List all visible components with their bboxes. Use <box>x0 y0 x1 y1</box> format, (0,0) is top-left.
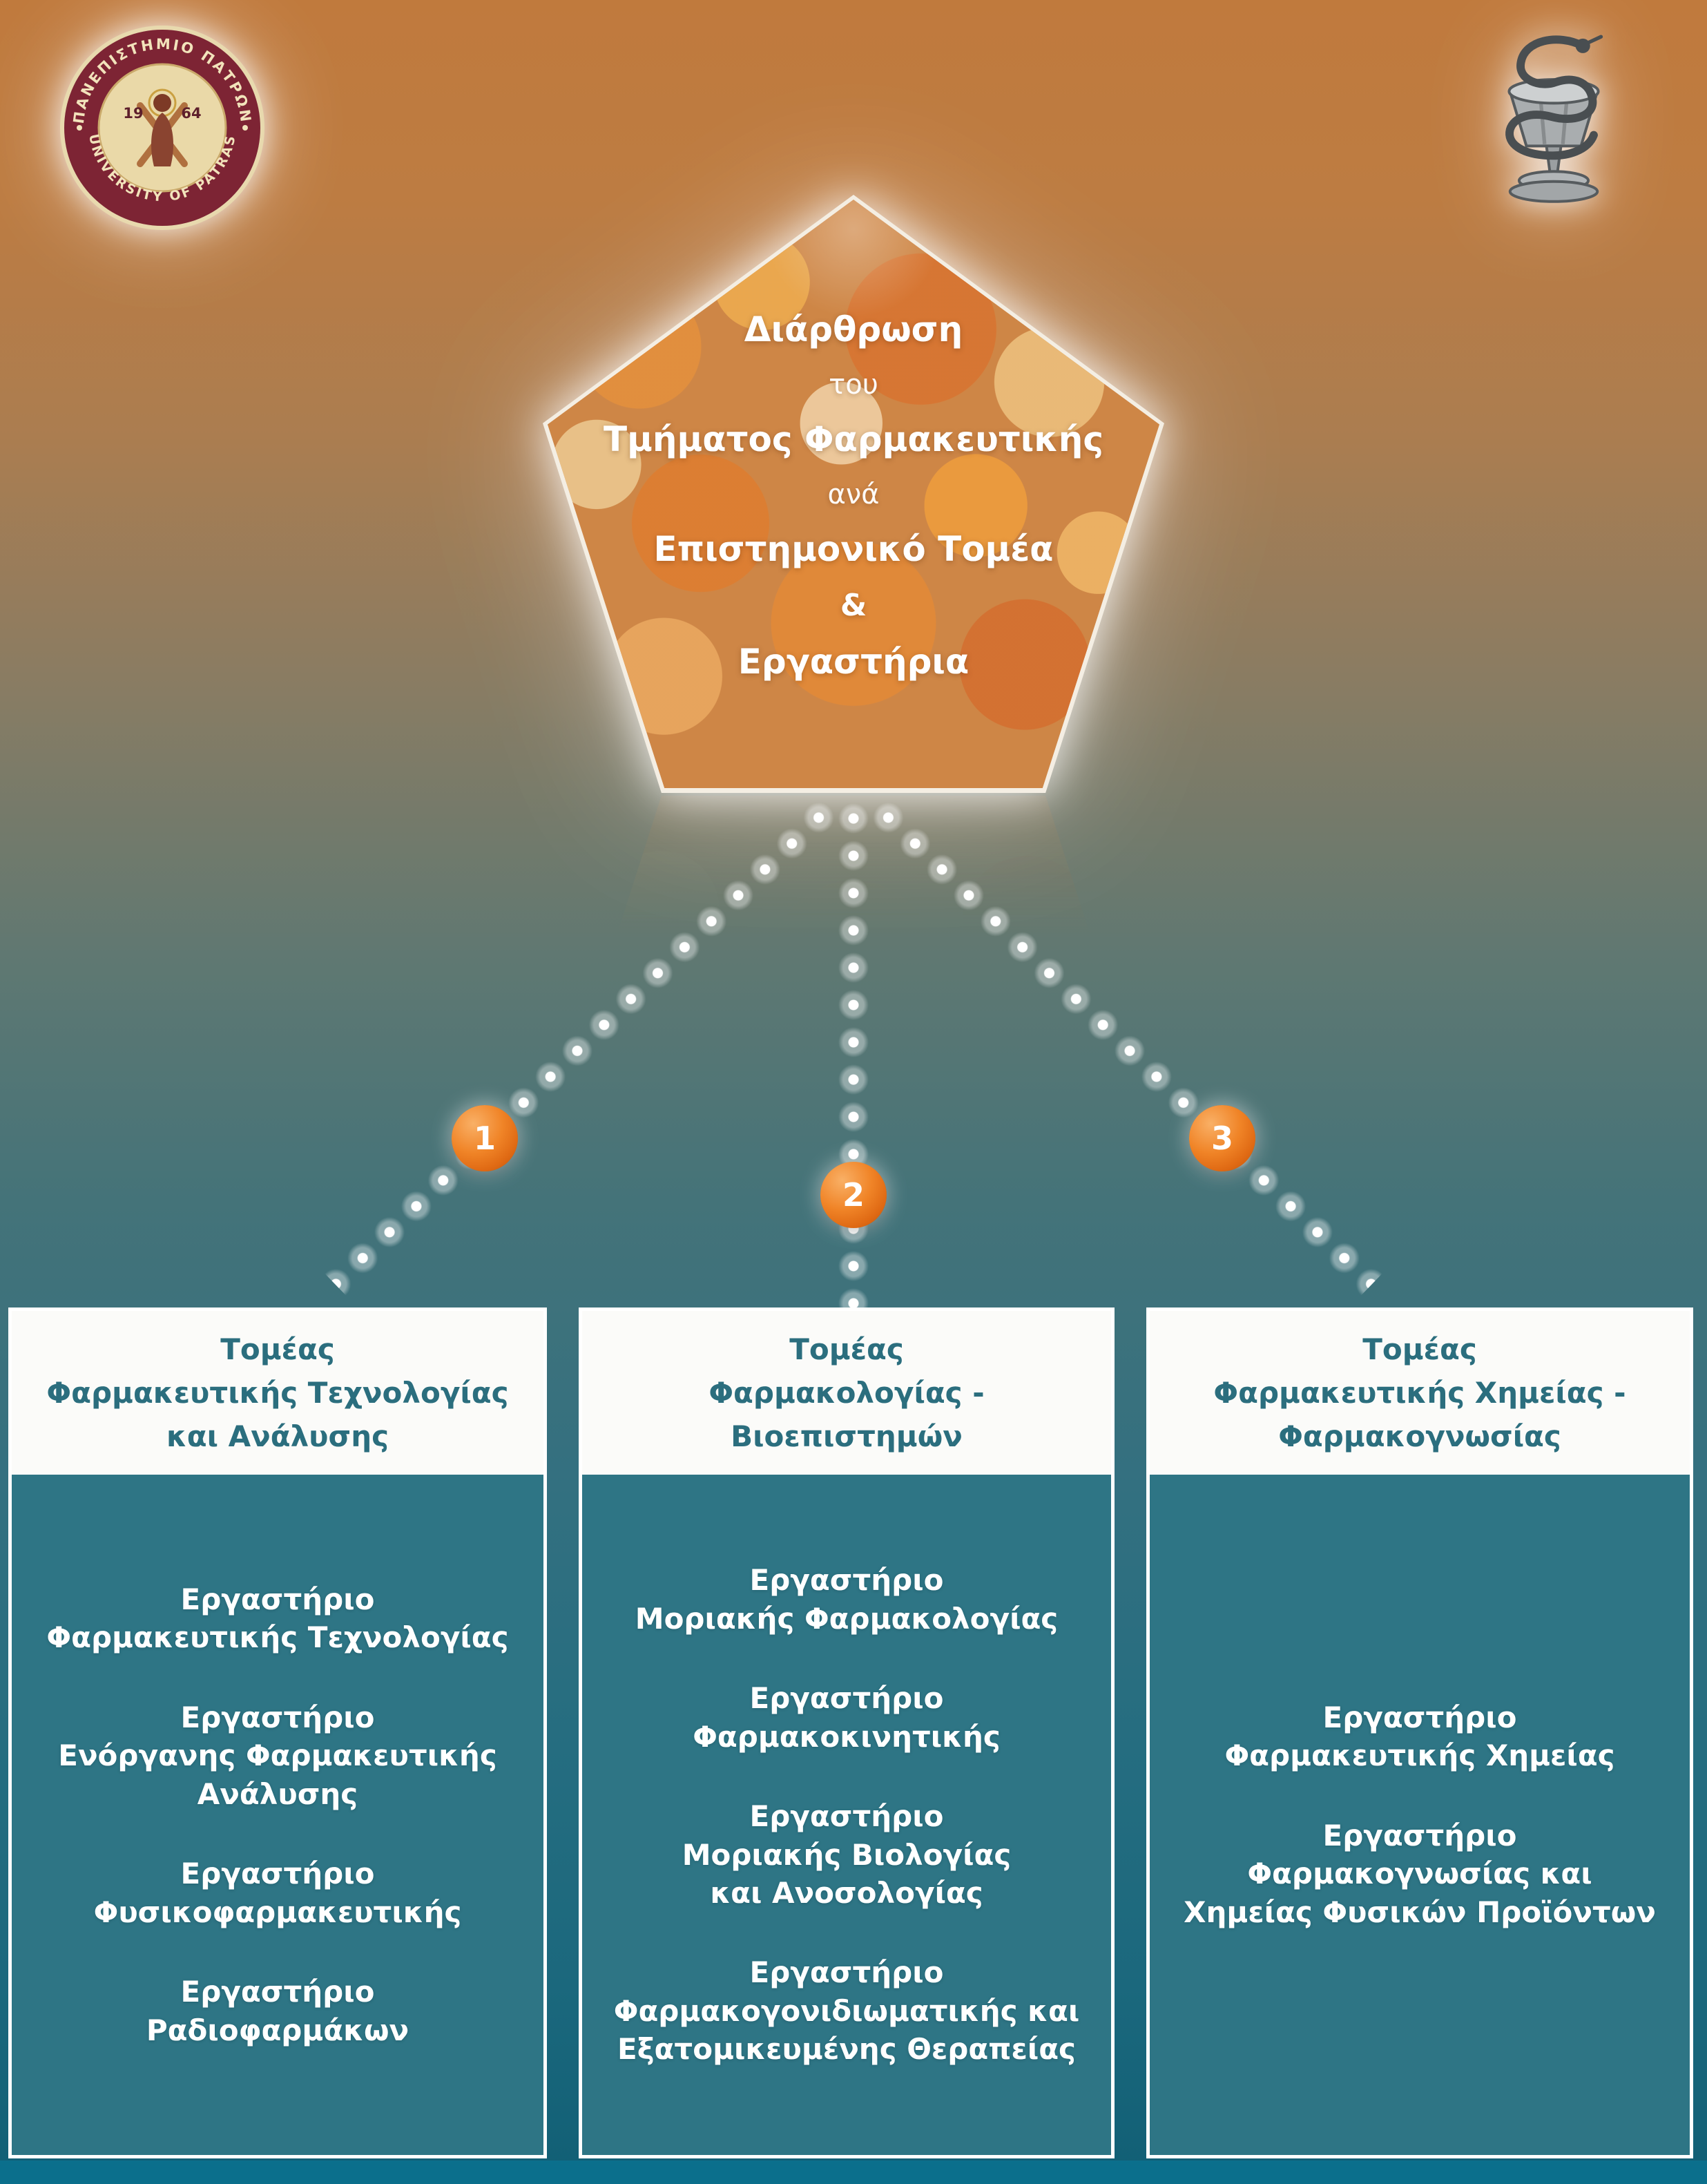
lab-item: Εργαστήριο Φαρμακευτικής Χημείας <box>1224 1700 1615 1773</box>
snake-icon <box>1505 35 1598 160</box>
lab-item: Εργαστήριο Φαρμακοκινητικής <box>693 1681 1001 1754</box>
sector-header: Τομέας Φαρμακολογίας - Βιοεπιστημών <box>582 1311 1111 1475</box>
pentagon-line: του <box>829 369 878 401</box>
lab-item: Εργαστήριο Φαρμακογονιδιωματικής και Εξα… <box>613 1955 1080 2067</box>
lab-item: Εργαστήριο Φαρμακευτικής Τεχνολογίας <box>46 1582 509 1655</box>
sector-lab-list: Εργαστήριο Φαρμακευτικής Τεχνολογίας Εργ… <box>12 1475 543 2155</box>
footer-band <box>0 2161 1707 2184</box>
lab-item: Εργαστήριο Μοριακής Φαρμακολογίας <box>635 1563 1059 1636</box>
pentagon-line: Διάρθρωση <box>744 309 963 349</box>
university-of-patras-seal: ΠΑΝΕΠΙΣΤΗΜΙΟ ΠΑΤΡΩΝ UNIVERSITY OF PATRAS… <box>59 24 266 231</box>
pentagon-line: Επιστημονικό Τομέα <box>653 529 1054 569</box>
pentagon-title-shape: Διάρθρωση του Τμήματος Φαρμακευτικής ανά… <box>543 195 1164 793</box>
lab-item: Εργαστήριο Μοριακής Βιολογίας και Ανοσολ… <box>682 1799 1012 1910</box>
sector-header: Τομέας Φαρμακευτικής Τεχνολογίας και Ανά… <box>12 1311 543 1475</box>
pentagon-line: Τμήματος Φαρμακευτικής <box>604 419 1103 459</box>
seal-year-right: 64 <box>181 105 201 122</box>
bowl-of-hygieia-icon <box>1505 35 1603 203</box>
sector-header: Τομέας Φαρμακευτικής Χημείας - Φαρμακογν… <box>1150 1311 1690 1475</box>
sector-column-3: Τομέας Φαρμακευτικής Χημείας - Φαρμακογν… <box>1146 1307 1693 2158</box>
sector-column-1: Τομέας Φαρμακευτικής Τεχνολογίας και Ανά… <box>8 1307 547 2158</box>
pentagon-line: Εργαστήρια <box>737 642 970 682</box>
connector-number-1: 1 <box>452 1105 518 1171</box>
connector-number-3: 3 <box>1189 1105 1255 1171</box>
lab-item: Εργαστήριο Φυσικοφαρμακευτικής <box>93 1857 462 1929</box>
lab-item: Εργαστήριο Φαρμακογνωσίας και Χημείας Φυ… <box>1184 1818 1656 1929</box>
sector-lab-list: Εργαστήριο Φαρμακευτικής Χημείας Εργαστή… <box>1150 1475 1690 2155</box>
sector-column-2: Τομέας Φαρμακολογίας - Βιοεπιστημών Εργα… <box>579 1307 1115 2158</box>
lab-item: Εργαστήριο Ραδιοφαρμάκων <box>146 1975 409 2047</box>
pentagon-line: ανά <box>827 479 880 510</box>
bowl-of-hygieia-logo <box>1454 28 1654 228</box>
connector-number-2: 2 <box>820 1162 887 1228</box>
pentagon-title-text: Διάρθρωση του Τμήματος Φαρμακευτικής ανά… <box>543 195 1164 793</box>
university-seal-icon: ΠΑΝΕΠΙΣΤΗΜΙΟ ΠΑΤΡΩΝ UNIVERSITY OF PATRAS… <box>60 26 264 230</box>
saint-andrew-figure-icon <box>137 88 188 167</box>
lab-item: Εργαστήριο Ενόργανης Φαρμακευτικής Ανάλυ… <box>58 1700 497 1811</box>
pentagon-ampersand: & <box>840 588 867 623</box>
seal-year-left: 19 <box>123 105 143 122</box>
dotted-connector-center <box>838 800 869 1312</box>
sector-lab-list: Εργαστήριο Μοριακής Φαρμακολογίας Εργαστ… <box>582 1475 1111 2155</box>
